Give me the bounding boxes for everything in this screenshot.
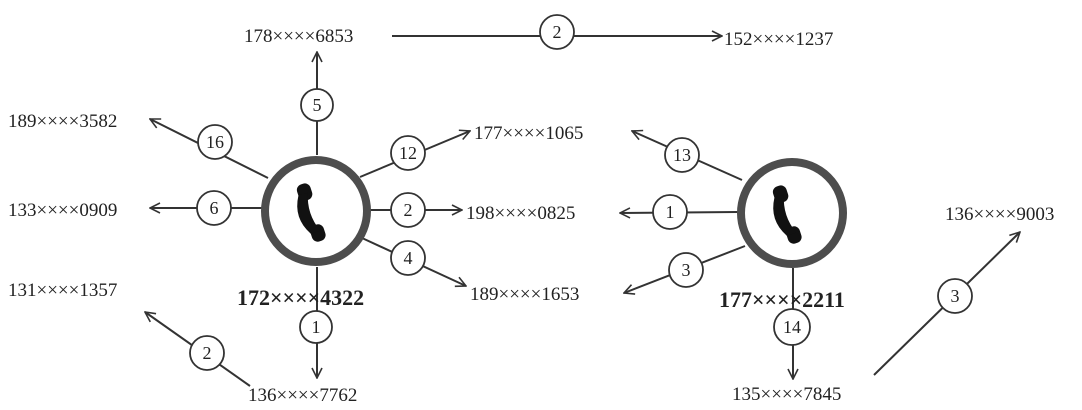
count-badges: 5 2 16 12 6 2 4 1 <box>189 14 973 371</box>
number-label: 189××××1653 <box>470 284 579 305</box>
count-badge: 5 <box>300 88 334 122</box>
hub-node-172-4322 <box>261 156 371 266</box>
hub-label: 177××××2211 <box>719 287 845 312</box>
count-badge: 16 <box>197 124 233 160</box>
count-label: 13 <box>673 145 691 165</box>
number-label: 152××××1237 <box>724 29 833 50</box>
number-labels: 178××××6853 152××××1237 189××××3582 177×… <box>8 26 1054 406</box>
count-label: 5 <box>313 95 322 115</box>
number-label: 135××××7845 <box>732 384 841 405</box>
count-badge: 1 <box>652 194 688 230</box>
count-badge: 3 <box>937 278 973 314</box>
hub-label: 172××××4322 <box>237 285 364 310</box>
count-badge: 6 <box>196 190 232 226</box>
number-label: 178××××6853 <box>244 26 353 47</box>
phone-icon <box>296 183 326 242</box>
count-label: 16 <box>206 132 224 152</box>
count-label: 2 <box>553 22 562 42</box>
number-label: 177××××1065 <box>474 123 583 144</box>
number-label: 131××××1357 <box>8 280 117 301</box>
count-label: 1 <box>312 317 321 337</box>
number-label: 136××××9003 <box>945 204 1054 225</box>
number-label: 136××××7762 <box>248 385 357 406</box>
number-label: 189××××3582 <box>8 111 117 132</box>
count-badge: 2 <box>189 335 225 371</box>
hub-node-177-2211 <box>737 158 847 268</box>
count-badge: 13 <box>664 137 700 173</box>
count-label: 14 <box>783 317 801 337</box>
count-label: 2 <box>203 343 212 363</box>
count-label: 3 <box>951 286 960 306</box>
phone-icon <box>772 185 802 244</box>
count-label: 2 <box>404 200 413 220</box>
count-badge: 2 <box>539 14 575 50</box>
count-label: 6 <box>210 198 219 218</box>
number-label: 198××××0825 <box>466 203 575 224</box>
count-badge: 12 <box>390 135 426 171</box>
count-label: 12 <box>399 143 417 163</box>
count-badge: 4 <box>390 240 426 276</box>
count-badge: 14 <box>773 308 811 346</box>
count-badge: 3 <box>668 252 704 288</box>
count-label: 1 <box>666 202 675 222</box>
number-label: 133××××0909 <box>8 200 117 221</box>
count-label: 4 <box>404 248 413 268</box>
count-badge: 1 <box>299 310 333 344</box>
count-label: 3 <box>682 260 691 280</box>
count-badge: 2 <box>390 192 426 228</box>
